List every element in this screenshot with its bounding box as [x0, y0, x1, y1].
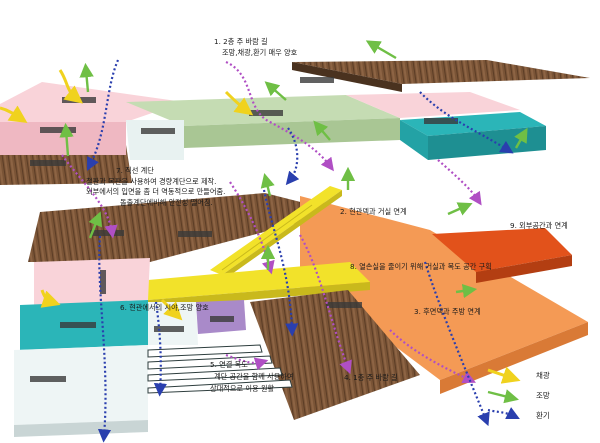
view-arrow-icon	[455, 283, 478, 299]
lower-white-room	[14, 345, 148, 425]
annotation-5-body-2: 상대적으로 이용 원활	[210, 384, 275, 393]
lower-red-deck	[432, 228, 572, 272]
sunlight-arrow-icon	[40, 289, 61, 308]
view-arrow-icon	[487, 389, 519, 404]
wind-arrow-icon	[389, 329, 476, 384]
legend: 채광 조망 환기	[487, 366, 550, 420]
legend-sunlight-label: 채광	[536, 370, 550, 380]
view-arrow-icon	[79, 62, 94, 93]
wind-arrow-icon	[437, 159, 482, 206]
lower-main-deck	[28, 193, 340, 262]
lower-floor	[14, 186, 588, 437]
sunlight-arrow-icon	[487, 366, 521, 384]
annotation-3: 3. 후면덱과 주방 연계	[414, 307, 481, 316]
wind-arrow-icon	[299, 234, 352, 375]
annotation-7-title: 7. 직선 계단	[116, 166, 154, 175]
annotation-4: 4. 1층 주 바람 길	[344, 373, 398, 382]
ventilation-arrow-icon	[262, 189, 299, 337]
ventilation-arrow-icon	[487, 407, 520, 419]
view-arrow-icon	[447, 202, 473, 216]
annotation-8: 8. 열손실을 줄이기 위해 거실과 복도 공간 구획	[350, 262, 492, 271]
view-arrow-icon	[514, 127, 528, 149]
wind-arrow-icon	[61, 154, 118, 239]
sunlight-arrow-icon	[0, 105, 28, 123]
wind-arrow-icon	[225, 60, 334, 172]
view-arrow-icon	[365, 40, 397, 60]
legend-ventilation-label: 환기	[536, 410, 550, 420]
view-arrow-icon	[264, 81, 287, 101]
upper-right-deck	[292, 60, 590, 84]
annotation-9: 9. 외부공간과 연계	[510, 221, 568, 230]
lower-corridor-strips	[147, 344, 263, 358]
ventilation-arrow-icon	[285, 127, 300, 186]
annotation-1-body: 조망,채광,환기 매우 양호	[222, 48, 298, 57]
annotation-5-body-1: 계단 공간을 함께 사용하여	[214, 372, 294, 381]
ventilation-arrow-icon	[97, 235, 112, 443]
annotation-1-title: 1. 2층 주 바람 길	[214, 37, 268, 46]
ventilation-arrow-icon	[423, 261, 490, 427]
annotation-7-body-3: 돌출계단에비해 안전성 떨어짐.	[120, 198, 213, 207]
sunlight-arrow-icon	[224, 90, 254, 116]
annotation-6: 6. 현관에서의 시야,조망 양호	[120, 303, 209, 312]
sunlight-arrow-icon	[58, 69, 84, 104]
upper-pale-room	[126, 120, 184, 160]
annotation-5-title: 5. 연결 복도	[210, 360, 248, 369]
legend-view-label: 조망	[536, 390, 550, 400]
annotation-2: 2. 현관덱과 거실 연계	[340, 207, 407, 216]
lower-yellow-corridor	[148, 262, 370, 300]
annotation-7-body-2: 외부에서의 입면을 좀 더 역동적으로 만들어줌.	[86, 187, 226, 196]
view-arrow-icon	[59, 122, 74, 157]
wind-arrows	[61, 60, 482, 384]
annotation-7-body-1: 철판과 목판을 사용하여 경량계단으로 제작.	[86, 177, 217, 186]
sunlight-arrows	[0, 69, 254, 321]
ventilation-arrows	[86, 59, 514, 443]
stair	[210, 186, 342, 281]
view-arrow-icon	[313, 120, 331, 141]
sunlight-arrow-icon	[160, 298, 183, 321]
view-arrow-icon	[88, 211, 103, 239]
view-arrows	[59, 40, 528, 299]
ventilation-arrow-icon	[86, 59, 120, 171]
lower-pink-room	[34, 258, 150, 305]
lower-orange-living	[300, 196, 588, 380]
upper-floor	[0, 60, 590, 185]
view-arrow-icon	[260, 173, 275, 197]
